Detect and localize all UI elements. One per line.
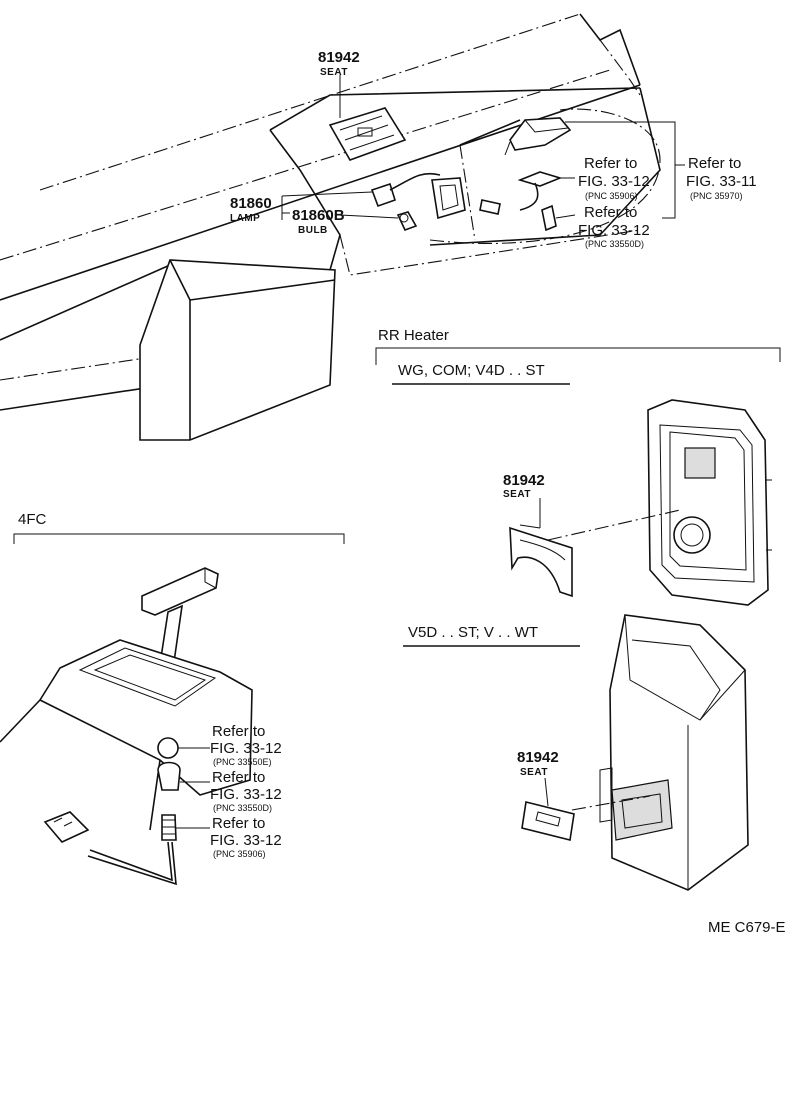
dashboard-drawing	[0, 13, 661, 441]
top-ref3-pnc: (PNC 35970)	[690, 191, 743, 201]
bulb-label: BULB	[298, 225, 328, 236]
fc-ref1-line1: Refer to	[212, 723, 265, 740]
fc-ref3-line1: Refer to	[212, 815, 265, 832]
bulb-part-number: 81860B	[292, 207, 345, 224]
rr-seat1-part-number: 81942	[503, 472, 545, 489]
top-ref3-line2: FIG. 33-11	[686, 173, 757, 190]
lamp-label: LAMP	[230, 213, 260, 224]
illustration-code: ME C679-E	[708, 919, 786, 936]
rr-heater-section: RR Heater WG, COM; V4D . . ST 81942 SEAT…	[375, 327, 781, 891]
top-ref2-pnc: (PNC 33550D)	[585, 239, 644, 249]
top-ref3-line1: Refer to	[688, 155, 741, 172]
top-seat-label: SEAT	[320, 67, 348, 78]
fc-title: 4FC	[18, 511, 47, 528]
fc-ref1-line2: FIG. 33-12	[210, 740, 282, 757]
fc-section: 4FC Refer to FIG. 33-12 (PNC 33550E) Ref…	[0, 511, 345, 886]
rr-seat2-part-number: 81942	[517, 749, 559, 766]
top-leader-lines	[281, 75, 685, 220]
top-ref1-line1: Refer to	[584, 155, 637, 172]
rr-heater-title: RR Heater	[378, 327, 449, 344]
fc-ref1-pnc: (PNC 33550E)	[213, 757, 272, 767]
top-ref1-line2: FIG. 33-12	[578, 173, 650, 190]
fc-ref3-pnc: (PNC 35906)	[213, 849, 266, 859]
lamp-part-number: 81860	[230, 195, 272, 212]
top-ref1-pnc: (PNC 35906)	[585, 191, 638, 201]
fc-ref2-line2: FIG. 33-12	[210, 786, 282, 803]
top-seat-part-number: 81942	[318, 49, 360, 66]
fc-ref2-pnc: (PNC 33550D)	[213, 803, 272, 813]
rr-heater-variant2: V5D . . ST; V . . WT	[408, 624, 538, 641]
rr-seat2-label: SEAT	[520, 767, 548, 778]
rr-seat1-label: SEAT	[503, 489, 531, 500]
top-ref2-line2: FIG. 33-12	[578, 222, 650, 239]
rr-heater-variant1: WG, COM; V4D . . ST	[398, 362, 545, 379]
fc-ref3-line2: FIG. 33-12	[210, 832, 282, 849]
top-ref2-line1: Refer to	[584, 204, 637, 221]
fc-ref2-line1: Refer to	[212, 769, 265, 786]
